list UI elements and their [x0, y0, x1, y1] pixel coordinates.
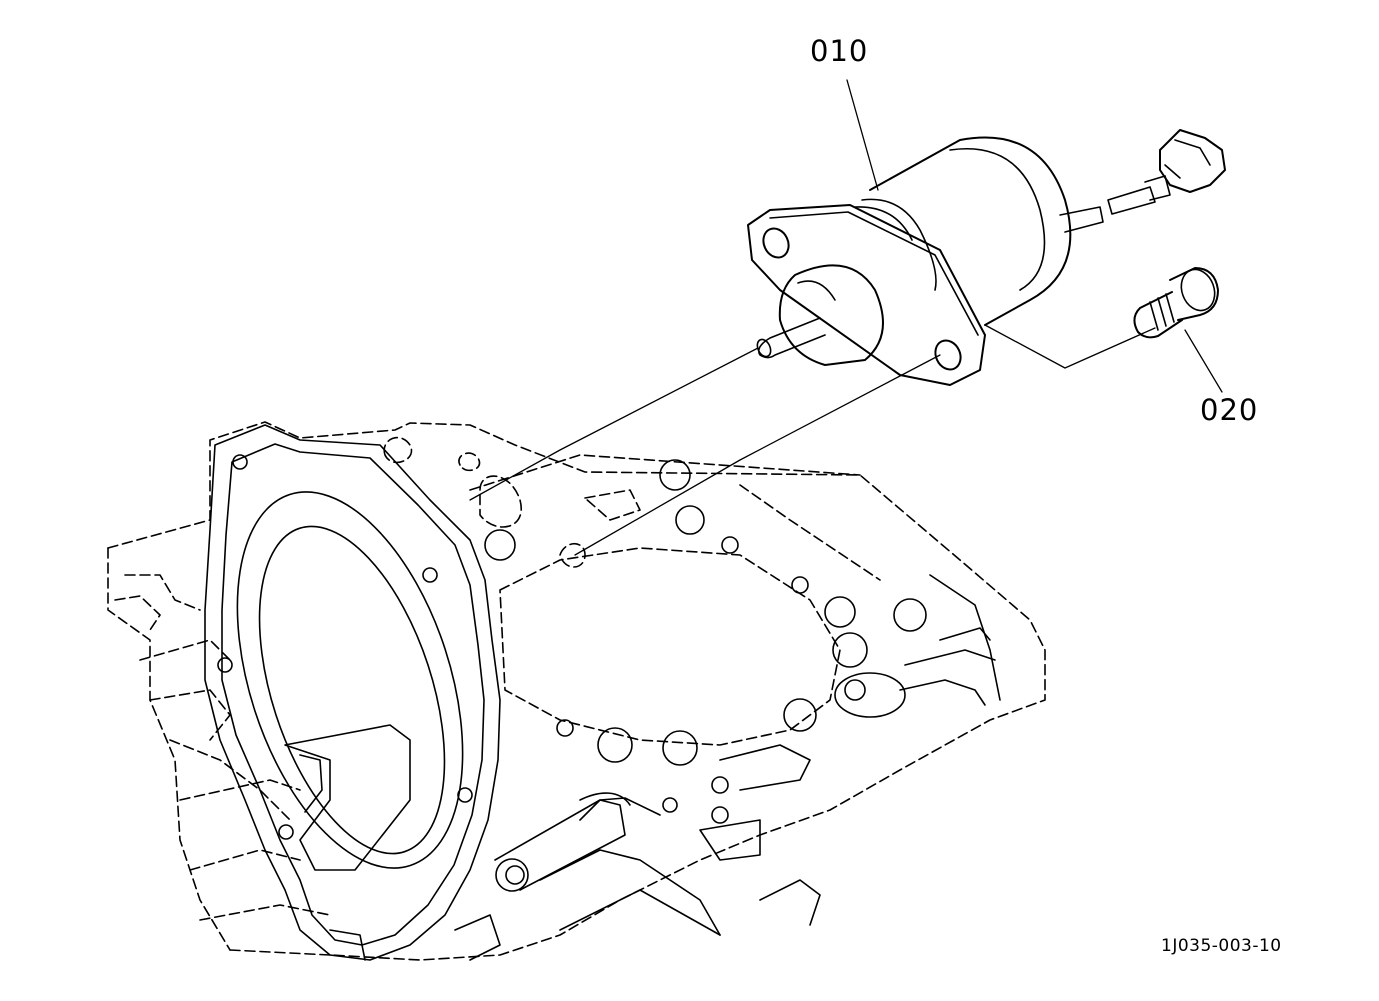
callout-label-010: 010 [810, 34, 869, 68]
stop-solenoid-part [747, 129, 1226, 386]
drawing-code: 1J035-003-10 [1161, 936, 1282, 956]
engine-block [107, 421, 1046, 961]
projection-lines [469, 347, 941, 556]
callout-label-020: 020 [1200, 393, 1259, 427]
bolt-part [1133, 267, 1219, 339]
callout-leaders [846, 79, 1223, 393]
